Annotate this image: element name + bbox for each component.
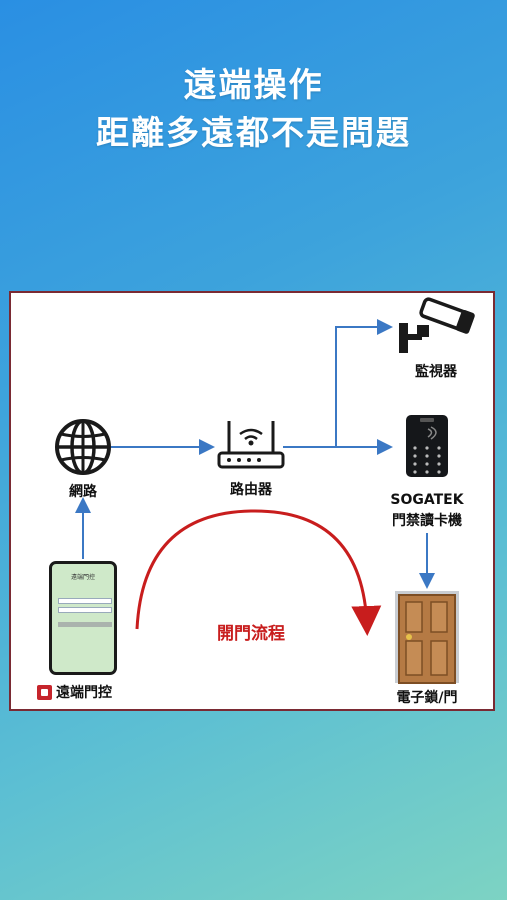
network-diagram-panel: 網路 路由器 監視器 SOGATEK 門禁讀卡機 電子鎖/門 開門流程 遠端門控…	[9, 291, 495, 711]
globe-icon	[55, 419, 111, 475]
router-label: 路由器	[230, 482, 272, 498]
card-reader-icon	[406, 415, 448, 477]
phone-icon: 遠端門控	[49, 561, 117, 675]
headline-line-2: 距離多遠都不是問題	[96, 113, 411, 152]
headline-line-1: 遠端操作	[183, 65, 324, 104]
reader-brand-label: SOGATEK	[390, 492, 464, 508]
phone-button	[58, 622, 112, 627]
router-icon	[217, 421, 285, 469]
flow-label: 開門流程	[217, 624, 285, 644]
camera-label: 監視器	[415, 364, 457, 380]
phone-screen-title: 遠端門控	[70, 574, 95, 581]
reader-name-label: 門禁讀卡機	[392, 513, 462, 529]
arrow-router-to-camera	[335, 319, 393, 447]
connection-arrows	[55, 297, 475, 684]
internet-label: 網路	[69, 484, 97, 500]
door-label: 電子鎖/門	[396, 690, 458, 706]
app-logo-icon	[37, 684, 52, 700]
phone-input-2	[58, 607, 112, 613]
flow-arc	[135, 509, 382, 636]
app-brand: 遠端門控	[37, 682, 112, 702]
security-camera-icon	[399, 297, 475, 353]
app-label: 遠端門控	[56, 685, 112, 701]
door-icon	[395, 591, 459, 684]
phone-input-1	[58, 598, 112, 604]
